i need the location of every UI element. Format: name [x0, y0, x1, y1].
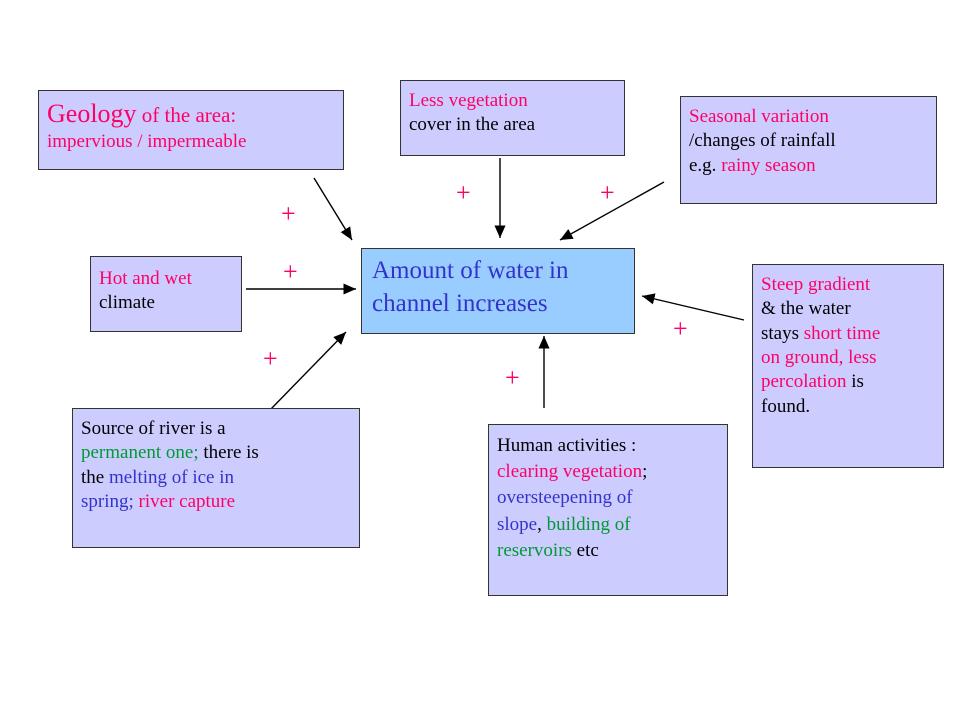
vegetation-line1: Less vegetation	[409, 90, 528, 111]
human-line4-mid: ,	[537, 513, 547, 535]
arrow-gradient	[641, 293, 745, 321]
gradient-line3-colored: short time	[803, 322, 881, 344]
seasonal-line2: /changes of rainfall	[689, 130, 836, 152]
arrow-seasonal	[559, 181, 665, 241]
vegetation-line2: cover in the area	[409, 114, 536, 136]
gradient-line5-suffix: is	[846, 371, 864, 393]
human-line1: Human activities :	[497, 435, 637, 456]
plus-vegetation: +	[456, 178, 471, 207]
center-line1: Amount of water in	[372, 257, 569, 284]
plus-human: +	[505, 363, 520, 392]
source-line3-prefix: the	[81, 466, 109, 488]
seasonal-box: Seasonal variation /changes of rainfall …	[680, 96, 937, 204]
climate-line2: climate	[99, 292, 155, 314]
geology-box: Geology of the area: impervious / imperm…	[38, 90, 344, 170]
gradient-line3-prefix: stays	[761, 322, 804, 344]
source-line4-b: river capture	[133, 490, 236, 512]
source-line1: Source of river is a	[81, 418, 226, 439]
plus-climate: +	[283, 257, 298, 286]
center-box: Amount of water in channel increases	[361, 248, 635, 334]
geology-word: Geology	[47, 99, 137, 128]
human-box: Human activities : clearing vegetation; …	[488, 424, 728, 596]
arrow-source	[269, 331, 347, 411]
human-line2-colored: clearing vegetation	[497, 461, 643, 483]
human-line4-b: building of	[546, 513, 631, 535]
source-line2-colored: permanent one;	[81, 442, 199, 464]
human-line3: oversteepening of	[497, 487, 633, 509]
climate-line1: Hot and wet	[99, 268, 192, 289]
gradient-box: Steep gradient & the water stays short t…	[752, 264, 944, 468]
gradient-line2: & the water	[761, 298, 851, 320]
climate-box: Hot and wet climate	[90, 256, 242, 332]
gradient-line5-colored: percolation	[761, 371, 847, 393]
plus-seasonal: +	[600, 178, 615, 207]
source-line4-a: spring;	[81, 490, 134, 512]
gradient-line1: Steep gradient	[761, 274, 871, 295]
seasonal-line3-prefix: e.g.	[689, 154, 722, 176]
plus-geology: +	[281, 199, 296, 228]
human-line2-suffix: ;	[642, 461, 648, 483]
geology-line2: impervious / impermeable	[47, 131, 247, 153]
human-line5-suffix: etc	[571, 539, 599, 561]
center-line2: channel increases	[372, 289, 548, 317]
seasonal-line3-colored: rainy season	[721, 154, 816, 176]
human-line5-colored: reservoirs	[497, 539, 572, 561]
source-line3-colored: melting of ice in	[108, 466, 235, 488]
geology-rest: of the area:	[136, 103, 237, 127]
gradient-line4: on ground, less	[761, 346, 877, 368]
source-line2-suffix: there is	[198, 442, 259, 464]
vegetation-box: Less vegetation cover in the area	[400, 80, 625, 156]
plus-gradient: +	[673, 314, 688, 343]
plus-source: +	[263, 344, 278, 373]
seasonal-line1: Seasonal variation	[689, 106, 829, 127]
arrow-geology	[313, 177, 353, 241]
source-box: Source of river is a permanent one; ther…	[72, 408, 360, 548]
human-line4-a: slope	[497, 513, 538, 535]
gradient-line6: found.	[761, 395, 811, 417]
